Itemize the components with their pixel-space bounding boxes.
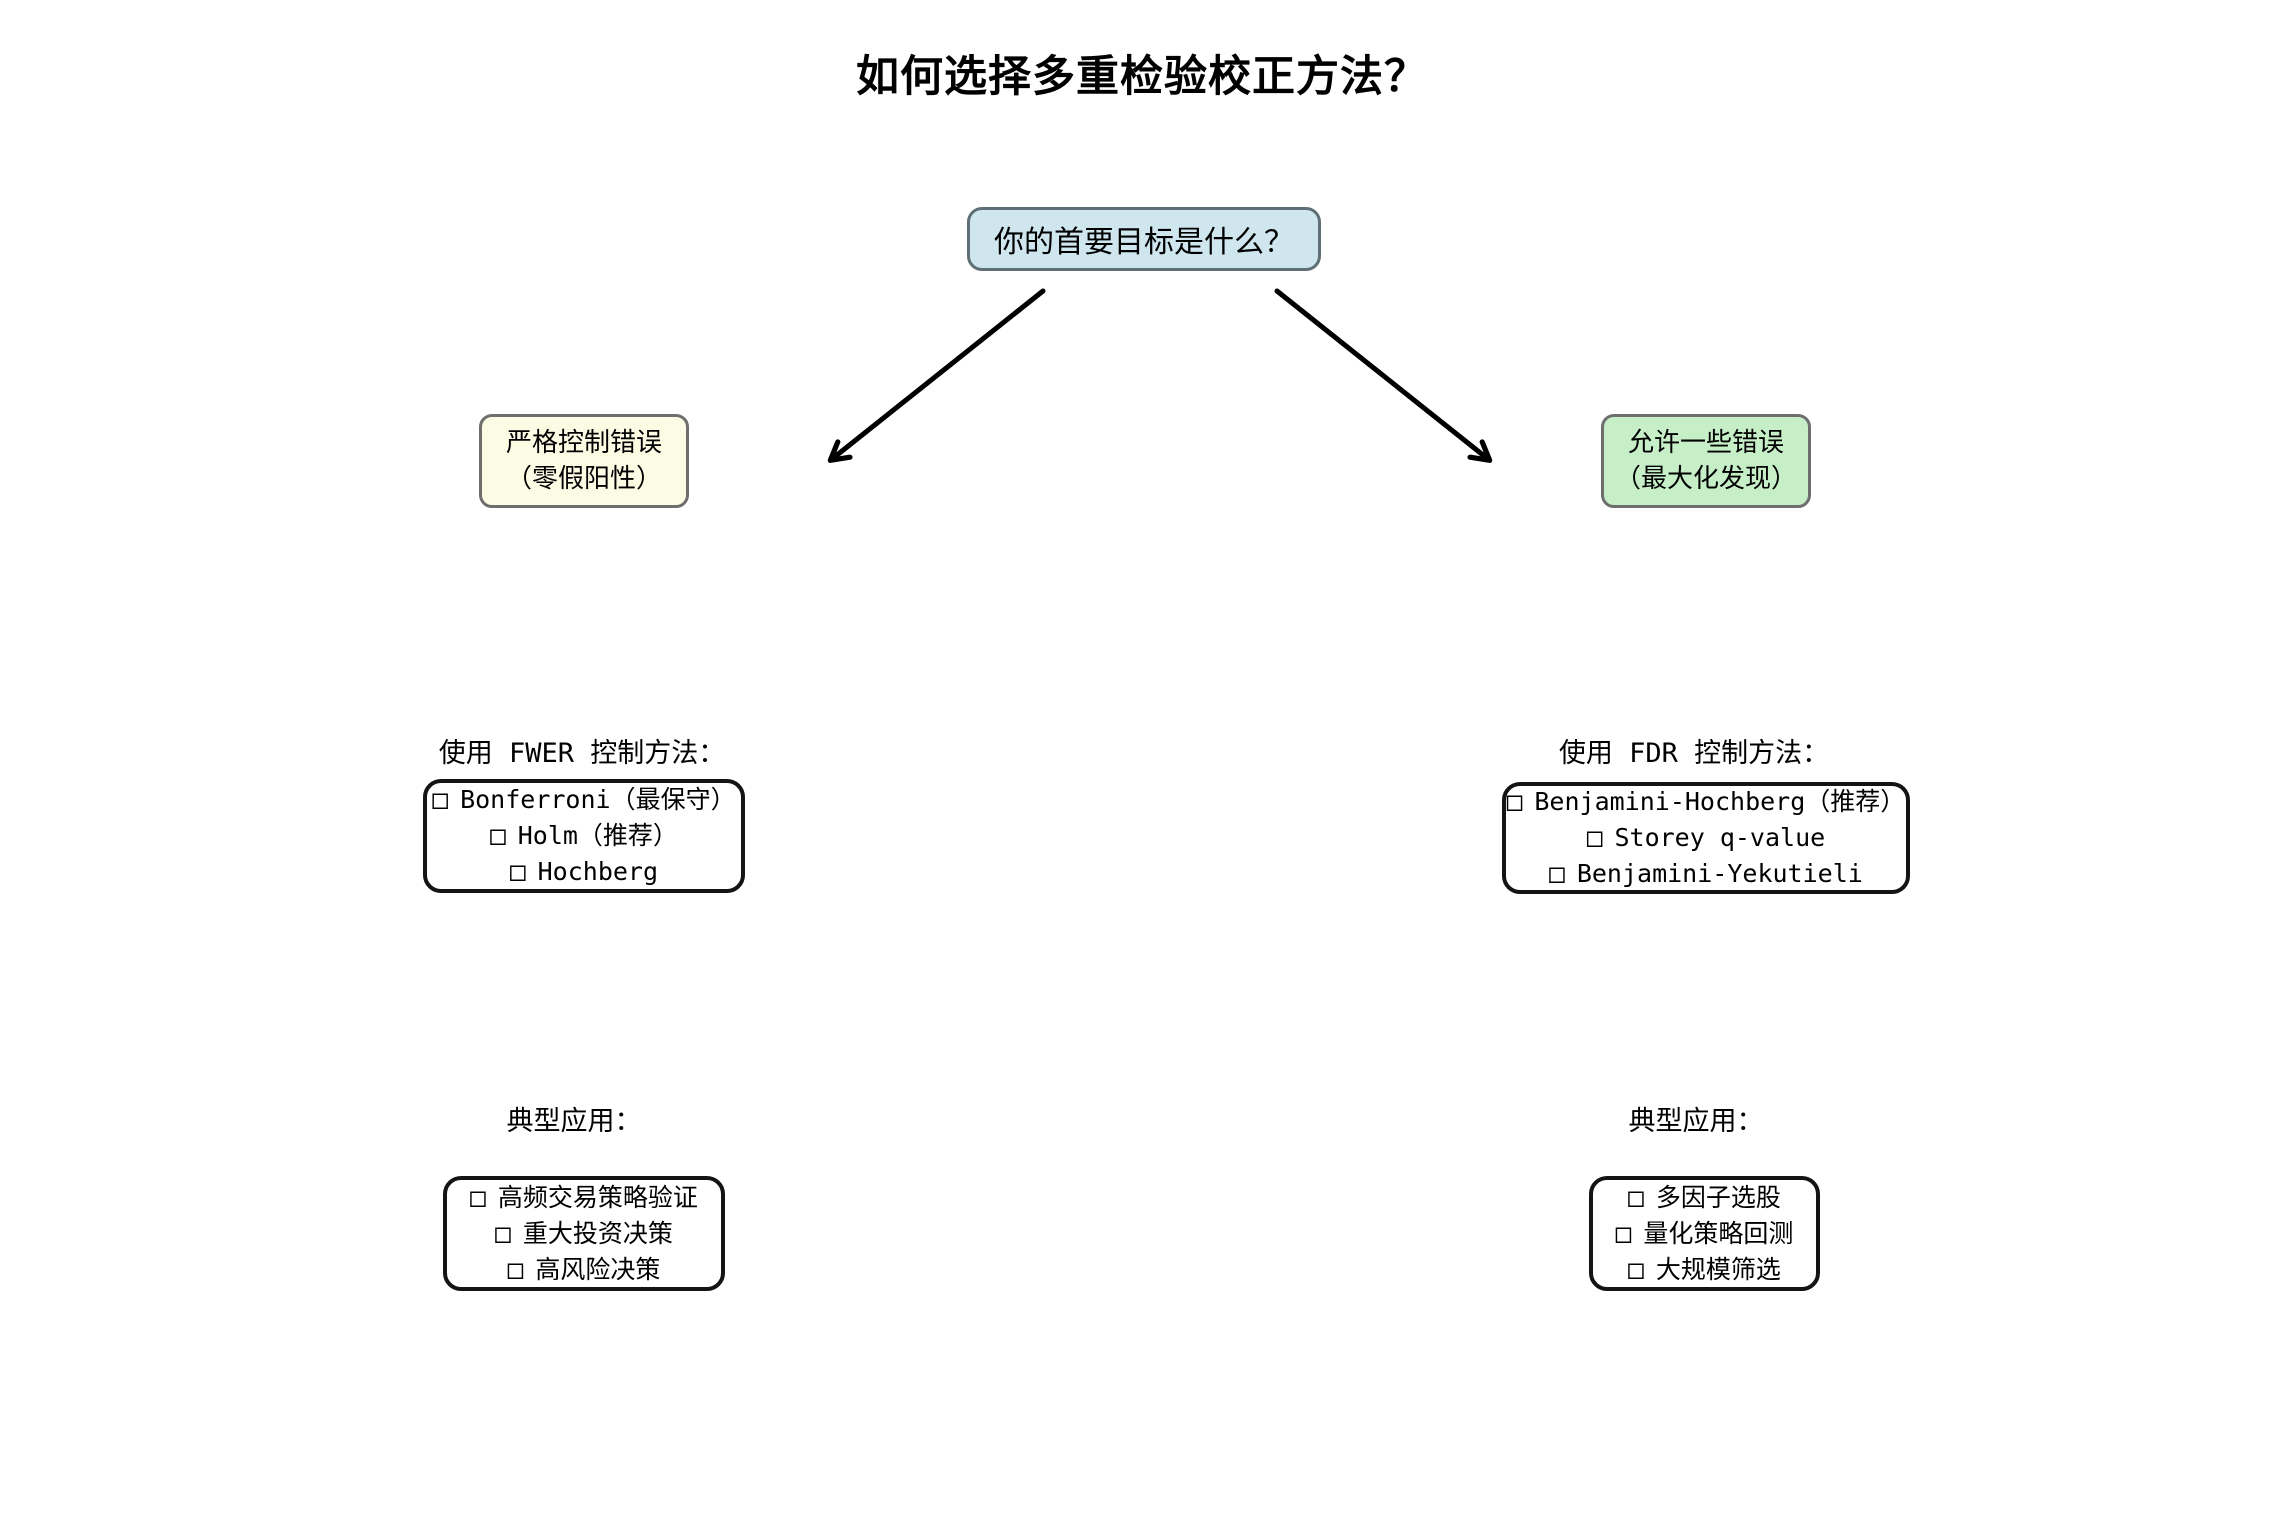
app-item-label: 高风险决策 (535, 1254, 661, 1284)
goal-strict-line2: （零假阳性） (505, 464, 662, 494)
arrow-to-permissive-goal (1274, 288, 1493, 463)
arrow-to-strict-goal (827, 288, 1046, 463)
app-item-label: 量化策略回测 (1643, 1218, 1794, 1248)
fwer-methods-label: 使用 FWER 控制方法： (438, 738, 726, 769)
apps-label-right: 典型应用： (1628, 1106, 1764, 1137)
method-item: □ Storey q-value (1587, 820, 1825, 856)
app-item-label: 多因子选股 (1655, 1182, 1781, 1212)
method-item: □ Holm（推荐） (490, 818, 678, 854)
goal-permissive-line1: 允许一些错误 (1627, 428, 1784, 458)
goal-node-permissive: 允许一些错误 （最大化发现） (1601, 414, 1811, 508)
fdr-methods-box: □ Benjamini-Hochberg（推荐） □ Storey q-valu… (1502, 782, 1910, 894)
method-item: □ Benjamini-Hochberg（推荐） (1507, 784, 1906, 820)
fdr-methods-label: 使用 FDR 控制方法： (1558, 738, 1830, 769)
method-item-label: Storey q-value (1614, 823, 1826, 852)
app-item: □ 高风险决策 (508, 1252, 661, 1288)
checkbox-icon: □ (1615, 1218, 1632, 1249)
method-item-label: Benjamini-Yekutieli (1576, 859, 1863, 888)
method-item-label: Benjamini-Hochberg（推荐） (1534, 787, 1906, 816)
goal-strict-line1: 严格控制错误 (505, 428, 662, 458)
app-item: □ 重大投资决策 (495, 1216, 673, 1252)
method-item: □ Bonferroni（最保守） (432, 782, 735, 818)
checkbox-icon: □ (1586, 823, 1603, 853)
checkbox-icon: □ (1628, 1182, 1644, 1213)
page-title: 如何选择多重检验校正方法？ (856, 52, 1428, 102)
checkbox-icon: □ (507, 1254, 524, 1285)
method-item: □ Hochberg (510, 854, 658, 890)
method-item-label: Bonferroni（最保守） (460, 785, 736, 814)
checkbox-icon: □ (432, 785, 449, 815)
method-item-label: Holm（推荐） (517, 821, 678, 850)
checkbox-icon: □ (1506, 787, 1523, 817)
goal-node-strict: 严格控制错误 （零假阳性） (479, 414, 689, 508)
checkbox-icon: □ (490, 821, 506, 851)
checkbox-icon: □ (470, 1182, 486, 1213)
app-item: □ 大规模筛选 (1628, 1252, 1781, 1288)
root-question-label: 你的首要目标是什么？ (994, 225, 1294, 260)
app-item-label: 高频交易策略验证 (497, 1182, 698, 1212)
apps-box-left: □ 高频交易策略验证 □ 重大投资决策 □ 高风险决策 (443, 1176, 725, 1291)
app-item-label: 重大投资决策 (522, 1218, 673, 1248)
apps-label-left: 典型应用： (506, 1106, 642, 1137)
method-item: □ Benjamini-Yekutieli (1549, 856, 1863, 892)
goal-permissive-line2: （最大化发现） (1614, 464, 1797, 494)
checkbox-icon: □ (509, 857, 526, 887)
checkbox-icon: □ (495, 1218, 511, 1249)
apps-box-right: □ 多因子选股 □ 量化策略回测 □ 大规模筛选 (1589, 1176, 1820, 1291)
fwer-methods-box: □ Bonferroni（最保守） □ Holm（推荐） □ Hochberg (423, 779, 745, 893)
app-item: □ 量化策略回测 (1616, 1216, 1794, 1252)
checkbox-icon: □ (1628, 1254, 1644, 1285)
app-item-label: 大规模筛选 (1655, 1254, 1781, 1284)
app-item: □ 多因子选股 (1628, 1180, 1781, 1216)
method-item-label: Hochberg (537, 857, 659, 886)
app-item: □ 高频交易策略验证 (470, 1180, 698, 1216)
checkbox-icon: □ (1549, 859, 1565, 889)
root-question-node: 你的首要目标是什么？ (967, 207, 1321, 271)
